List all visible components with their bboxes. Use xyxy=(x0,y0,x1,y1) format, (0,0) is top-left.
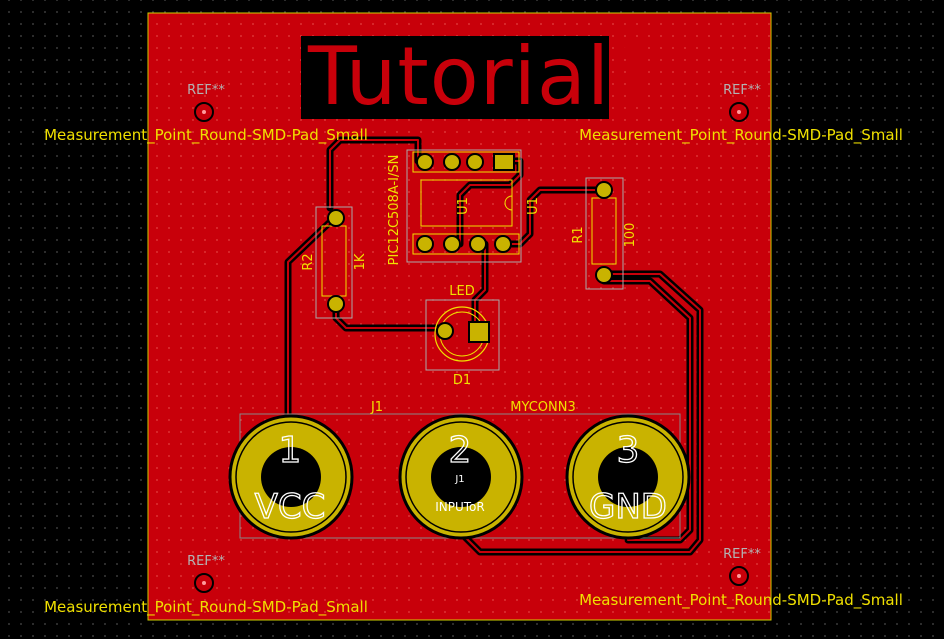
u1-pad-1[interactable] xyxy=(493,153,515,171)
r1-body xyxy=(591,197,617,265)
r2-footprint[interactable] xyxy=(315,206,353,319)
d1-pad-anode[interactable] xyxy=(436,322,454,340)
r1-courtyard xyxy=(585,177,624,290)
r2-courtyard xyxy=(315,206,353,319)
measurement-point-pads[interactable] xyxy=(194,102,749,593)
u1-ref[interactable]: U1 xyxy=(456,197,471,215)
title-background xyxy=(301,36,609,119)
r1-footprint[interactable] xyxy=(585,177,624,290)
r1-ref[interactable]: R1 xyxy=(571,226,586,243)
j1-fab-ref: J1 xyxy=(454,474,464,485)
u1-courtyard xyxy=(406,149,522,263)
trace-u1-r2[interactable] xyxy=(326,136,422,212)
j1-pin-2-number: 2 xyxy=(449,430,472,471)
j1-pin-3-number: 3 xyxy=(617,430,640,471)
trace-u1-r1b[interactable] xyxy=(501,186,607,248)
d1-pad-cathode[interactable] xyxy=(468,321,490,343)
u1-pad-6[interactable] xyxy=(443,235,461,253)
mp-br-value[interactable]: Measurement_Point_Round-SMD-Pad_Small xyxy=(579,591,903,610)
u1-pad-3[interactable] xyxy=(443,153,461,171)
j1-ref[interactable]: J1 xyxy=(370,400,383,415)
j1-pin-2-net: INPUToR xyxy=(435,500,485,514)
u1-pad-7[interactable] xyxy=(469,235,487,253)
u1-pad-4[interactable] xyxy=(416,153,434,171)
board-title-text[interactable]: Tutorial1 xyxy=(308,30,662,123)
r2-pad-1[interactable] xyxy=(327,209,345,227)
u1-pad-2[interactable] xyxy=(466,153,484,171)
mp-bl-ref[interactable]: REF** xyxy=(187,554,225,569)
r1-pad-2[interactable] xyxy=(595,266,613,284)
u1-body-outline xyxy=(420,179,513,227)
mp-tl-ref[interactable]: REF** xyxy=(187,83,225,98)
j1-pin-1-net: VCC xyxy=(255,487,326,527)
u1-ref-fab[interactable]: U1 xyxy=(526,197,541,215)
u1-footprint[interactable] xyxy=(406,149,522,263)
j1-pad-3[interactable] xyxy=(565,414,691,540)
r1-value[interactable]: 100 xyxy=(623,223,638,248)
u1-notch xyxy=(504,195,513,211)
d1-value[interactable]: LED xyxy=(449,284,474,299)
r1-pad-1[interactable] xyxy=(595,181,613,199)
trace-inner xyxy=(287,139,701,553)
j1-pin-3-net: GND xyxy=(589,487,667,527)
mp-br-ref[interactable]: REF** xyxy=(723,547,761,562)
mp-tr-ref[interactable]: REF** xyxy=(723,83,761,98)
j1-pad-2[interactable] xyxy=(398,414,524,540)
j1-footprint[interactable]: 1 2 3 VCC INPUToR GND J1 xyxy=(228,413,691,540)
r2-pad-2[interactable] xyxy=(327,295,345,313)
u1-value[interactable]: PIC12C508A-I/SN xyxy=(387,155,402,266)
j1-pad-1[interactable] xyxy=(228,414,354,540)
mp-bl-value[interactable]: Measurement_Point_Round-SMD-Pad_Small xyxy=(44,598,368,617)
r2-value[interactable]: 1K xyxy=(353,253,368,270)
d1-footprint[interactable] xyxy=(425,299,500,371)
d1-courtyard xyxy=(425,299,500,371)
j1-value[interactable]: MYCONN3 xyxy=(510,400,575,415)
u1-pad-8[interactable] xyxy=(494,235,512,253)
r2-body xyxy=(321,225,347,297)
mp-tl-value[interactable]: Measurement_Point_Round-SMD-Pad_Small xyxy=(44,126,368,145)
j1-pin-1-number: 1 xyxy=(279,430,302,471)
r2-ref[interactable]: R2 xyxy=(301,253,316,270)
board-outline xyxy=(147,12,772,621)
mp-tr-value[interactable]: Measurement_Point_Round-SMD-Pad_Small xyxy=(579,126,903,145)
u1-pad-5[interactable] xyxy=(416,235,434,253)
d1-ref[interactable]: D1 xyxy=(453,373,471,388)
